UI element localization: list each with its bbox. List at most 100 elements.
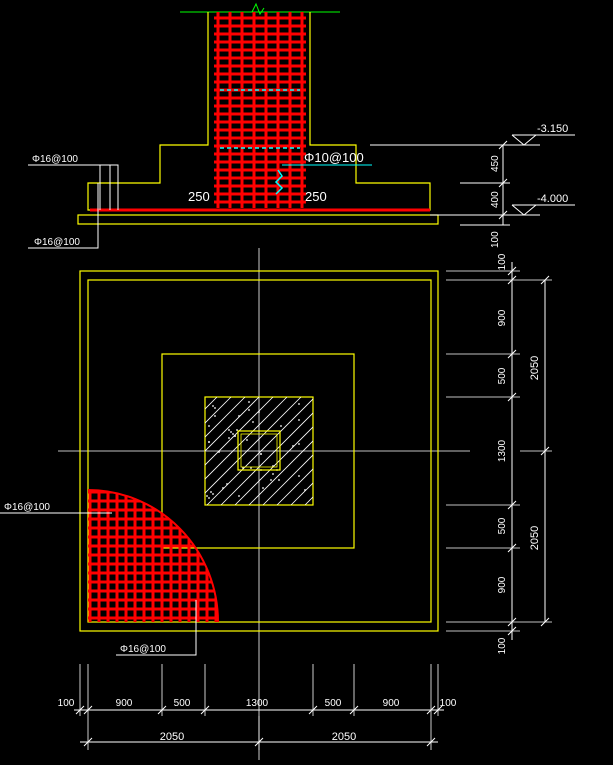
right-tick — [507, 266, 517, 276]
right-total-label: 2050 — [529, 356, 541, 380]
bottom-tick — [433, 705, 443, 715]
aggregate-dot — [248, 401, 250, 403]
right-dim-label: 500 — [497, 517, 508, 534]
right-dim-label: 100 — [497, 253, 508, 270]
aggregate-dot — [238, 415, 240, 417]
stirrup-marks — [220, 89, 300, 195]
right-total-tick — [540, 446, 550, 456]
aggregate-dot — [228, 429, 230, 431]
plan-rebar-bottom-label: Φ16@100 — [120, 644, 166, 655]
aggregate-dot — [206, 495, 208, 497]
right-tick — [507, 349, 517, 359]
aggregate-dot — [248, 409, 250, 411]
aggregate-dot — [250, 467, 252, 469]
right-total-label: 2050 — [529, 526, 541, 550]
elevation-bottom-label: -4.000 — [537, 193, 568, 205]
plan-column-core-inner — [240, 433, 278, 468]
bottom-dim-label: 500 — [174, 698, 191, 709]
section-view: 250 250 Φ10@100 Φ16@100 Φ16@100 -3.150 -… — [28, 2, 575, 249]
bottom-dim-label: 900 — [116, 698, 133, 709]
hatch-line — [205, 397, 274, 466]
hatch-line — [262, 454, 313, 505]
right-tick — [507, 626, 517, 636]
bottom-tick — [349, 705, 359, 715]
plan-rebar-left-label: Φ16@100 — [4, 502, 50, 513]
aggregate-dot — [278, 479, 280, 481]
aggregate-dot — [272, 465, 274, 467]
aggregate-dot — [218, 451, 220, 453]
bottom-tick — [75, 705, 85, 715]
section-rebar-top-label: Φ16@100 — [32, 154, 78, 165]
aggregate-dot — [292, 445, 294, 447]
column-rebar-cage — [214, 12, 306, 208]
bottom-total-tick — [83, 737, 93, 747]
right-total-tick — [540, 617, 550, 627]
section-dim-left: 250 — [188, 189, 210, 204]
hatch-line — [276, 468, 313, 505]
right-total-tick — [540, 275, 550, 285]
plan-view: Φ16@100 Φ16@100 100900500130050090010020… — [0, 248, 552, 760]
elevation-top-label: -3.150 — [537, 123, 568, 135]
right-tick — [507, 617, 517, 627]
aggregate-dot — [270, 479, 272, 481]
blinding-layer — [77, 214, 439, 225]
elevation-marker-bottom: -4.000 — [430, 193, 575, 216]
right-dim-label: 900 — [497, 576, 508, 593]
plan-blinding-outline — [79, 270, 439, 632]
vdim-100: 100 — [490, 231, 501, 248]
hatch-line — [205, 397, 302, 494]
right-dim-label: 100 — [497, 637, 508, 654]
bottom-dim-label: 100 — [58, 698, 75, 709]
aggregate-dot — [262, 487, 264, 489]
hatch-line — [205, 397, 288, 480]
plan-step-outline — [161, 353, 355, 549]
aggregate-dot — [222, 487, 224, 489]
column-hatch — [205, 397, 313, 505]
hatch-line — [290, 482, 313, 505]
bottom-total-tick — [426, 737, 436, 747]
plan-column-core — [237, 430, 281, 471]
rebar-bottom-leader — [28, 183, 99, 249]
vdim-400: 400 — [490, 191, 501, 208]
hatch-line — [234, 426, 313, 505]
aggregate-dot — [212, 493, 214, 495]
stirrup-label: Φ10@100 — [304, 150, 364, 165]
aggregate-dot — [210, 491, 212, 493]
hatch-line — [205, 397, 232, 424]
aggregate-dot — [232, 433, 234, 435]
hatch-line — [220, 412, 313, 505]
right-tick — [507, 500, 517, 510]
bottom-tick — [308, 705, 318, 715]
aggregate-dot — [234, 435, 236, 437]
aggregate-dot — [304, 489, 306, 491]
aggregate-dot — [258, 411, 260, 413]
aggregate-dot — [208, 425, 210, 427]
elevation-marker-top: -3.150 — [370, 123, 575, 146]
stirrup-squiggle — [274, 169, 284, 195]
rebar-top-leader — [28, 164, 119, 210]
right-tick — [507, 275, 517, 285]
hatch-line — [248, 440, 313, 505]
hatch-line — [205, 397, 246, 438]
aggregate-dot — [238, 495, 240, 497]
aggregate-dot — [212, 405, 214, 407]
vdim-450: 450 — [490, 155, 501, 172]
aggregate-dot — [208, 497, 210, 499]
bottom-tick — [157, 705, 167, 715]
section-rebar-bottom-label: Φ16@100 — [34, 237, 80, 248]
plan-rebar-quadrant-edge — [87, 489, 219, 623]
section-vertical-dims: 450 400 100 — [460, 140, 510, 248]
bottom-dim-label: 100 — [440, 698, 457, 709]
bottom-tick — [83, 705, 93, 715]
right-dim-label: 500 — [497, 367, 508, 384]
aggregate-dot — [228, 437, 230, 439]
aggregate-dot — [208, 441, 210, 443]
right-dim-label: 900 — [497, 309, 508, 326]
aggregate-dot — [298, 403, 300, 405]
right-tick — [507, 543, 517, 553]
plan-footing-outline — [87, 279, 432, 623]
